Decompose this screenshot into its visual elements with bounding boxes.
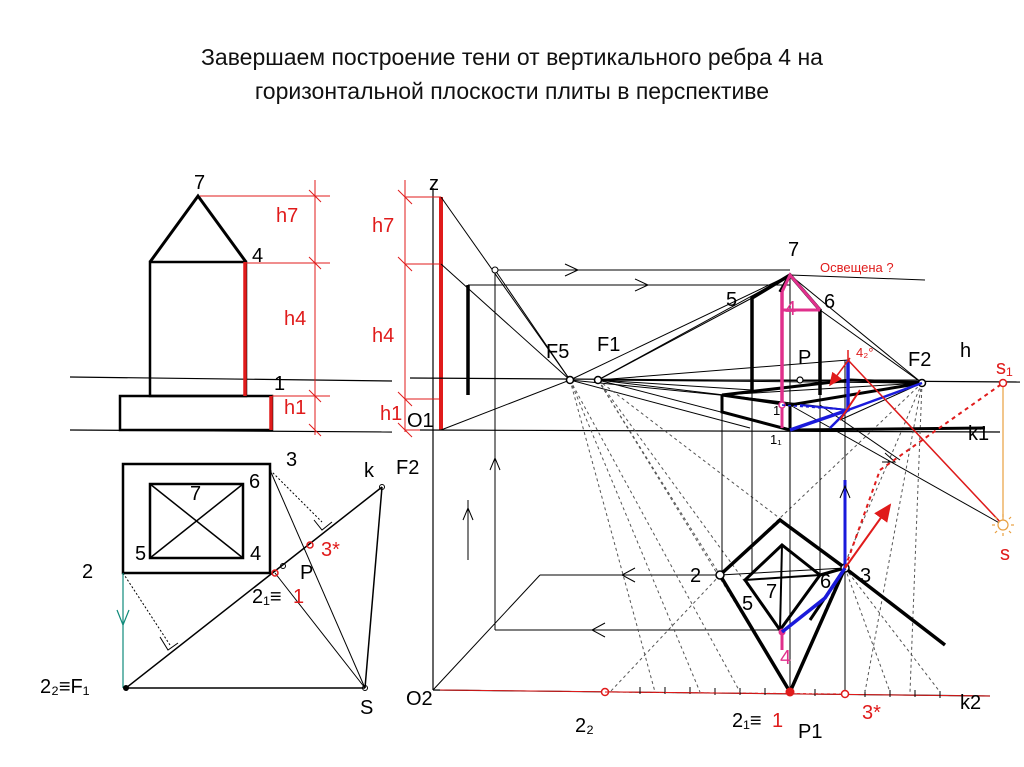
scale-label-O1: O1	[407, 410, 434, 432]
title-line-2: горизонтальной плоскости плиты в перспек…	[254, 78, 770, 104]
plan-labels: 3 k F2 6 7 5 4 2 3* P 2₁≡ 1 2₂≡F₁ S	[40, 449, 419, 719]
plan-slab	[121, 462, 272, 575]
perspective-view	[409, 272, 1021, 698]
persp-label-s1: s₁	[996, 357, 1013, 379]
plan-label-5: 5	[135, 543, 146, 565]
persp-label-h: h	[960, 340, 971, 362]
sun-icon	[992, 514, 1014, 536]
front-body	[148, 260, 248, 398]
front-label-h4: h4	[284, 308, 306, 330]
title-line-1: Завершаем построение тени от вертикально…	[201, 44, 823, 70]
plan-label-21: 2₁≡	[252, 586, 282, 608]
scale-labels: z h7 h4 h1 O1 O2	[372, 173, 439, 710]
persp-label-6: 6	[824, 291, 835, 313]
height-scale	[397, 180, 790, 691]
base-label-3: 3	[860, 565, 871, 587]
plan-label-4: 4	[250, 543, 261, 565]
bottom-label-21: 2₁≡	[732, 710, 762, 732]
plan-picture-line	[125, 486, 383, 689]
front-view	[69, 180, 393, 437]
front-label-7: 7	[194, 172, 205, 194]
front-ground-line	[69, 376, 393, 382]
plan-label-F2: F2	[396, 457, 419, 479]
perspective-colored	[600, 272, 1014, 699]
bottom-label-22: 2₂	[575, 715, 594, 737]
plan-view	[116, 462, 385, 691]
persp-label-5: 5	[726, 289, 737, 311]
plan-ray-3	[269, 469, 366, 689]
plan-ray-2	[274, 572, 366, 689]
front-labels: 7 4 1 h7 h4 h1	[194, 172, 306, 419]
front-label-4: 4	[252, 245, 263, 267]
scale-label-h1: h1	[380, 403, 402, 425]
base-label-7: 7	[766, 581, 777, 603]
perspective-labels: F5 F1 F2 h s₁ s k1 k2 7 5 6 4 P 1 1₁ 4₂°…	[546, 239, 1013, 743]
front-label-h1: h1	[284, 397, 306, 419]
persp-k1-line	[789, 426, 986, 432]
persp-label-P: P	[798, 347, 811, 369]
persp-label-k1: k1	[968, 423, 989, 445]
plan-label-21-one: 1	[293, 586, 304, 608]
lit-callout-line	[789, 274, 926, 281]
bottom-label-3-star: 3*	[862, 702, 881, 724]
plan-label-6: 6	[249, 471, 260, 493]
persp-label-F5: F5	[546, 341, 569, 363]
plan-label-S: S	[360, 697, 373, 719]
base-label-5: 5	[742, 593, 753, 615]
base-label-2: 2	[690, 565, 701, 587]
persp-label-F1: F1	[597, 334, 620, 356]
persp-label-F2: F2	[908, 349, 931, 371]
plan-label-7: 7	[190, 483, 201, 505]
base-horizon	[419, 429, 1001, 433]
front-roof	[148, 193, 248, 263]
bottom-label-P1: P1	[798, 721, 822, 743]
front-slab	[118, 394, 274, 432]
persp-label-1: 1	[773, 403, 780, 418]
plan-label-k: k	[364, 460, 375, 482]
persp-label-k2: k2	[960, 692, 981, 714]
scale-label-z: z	[429, 173, 439, 195]
scale-label-h7: h7	[372, 215, 394, 237]
persp-label-42: 4₂°	[856, 345, 873, 360]
plan-label-3-star: 3*	[321, 539, 340, 561]
plan-body	[148, 482, 245, 560]
persp-label-s: s	[1000, 543, 1010, 565]
front-label-h7: h7	[276, 205, 298, 227]
scale-label-h4: h4	[372, 325, 394, 347]
front-label-1: 1	[274, 373, 285, 395]
base-label-6: 6	[820, 571, 831, 593]
plan-label-P: P	[300, 562, 313, 584]
base-label-4: 4	[780, 647, 791, 669]
persp-label-4: 4	[785, 298, 796, 320]
slide-title: Завершаем построение тени от вертикально…	[0, 40, 1024, 108]
plan-label-2: 2	[82, 561, 93, 583]
persp-label-7: 7	[788, 239, 799, 261]
plan-label-22-F1: 2₂≡F₁	[40, 676, 90, 698]
persp-label-11: 1₁	[770, 432, 782, 447]
bottom-label-21-one: 1	[772, 710, 783, 732]
plan-label-3: 3	[286, 449, 297, 471]
persp-label-lit: Освещена ?	[820, 260, 894, 275]
scale-label-O2: O2	[406, 688, 433, 710]
